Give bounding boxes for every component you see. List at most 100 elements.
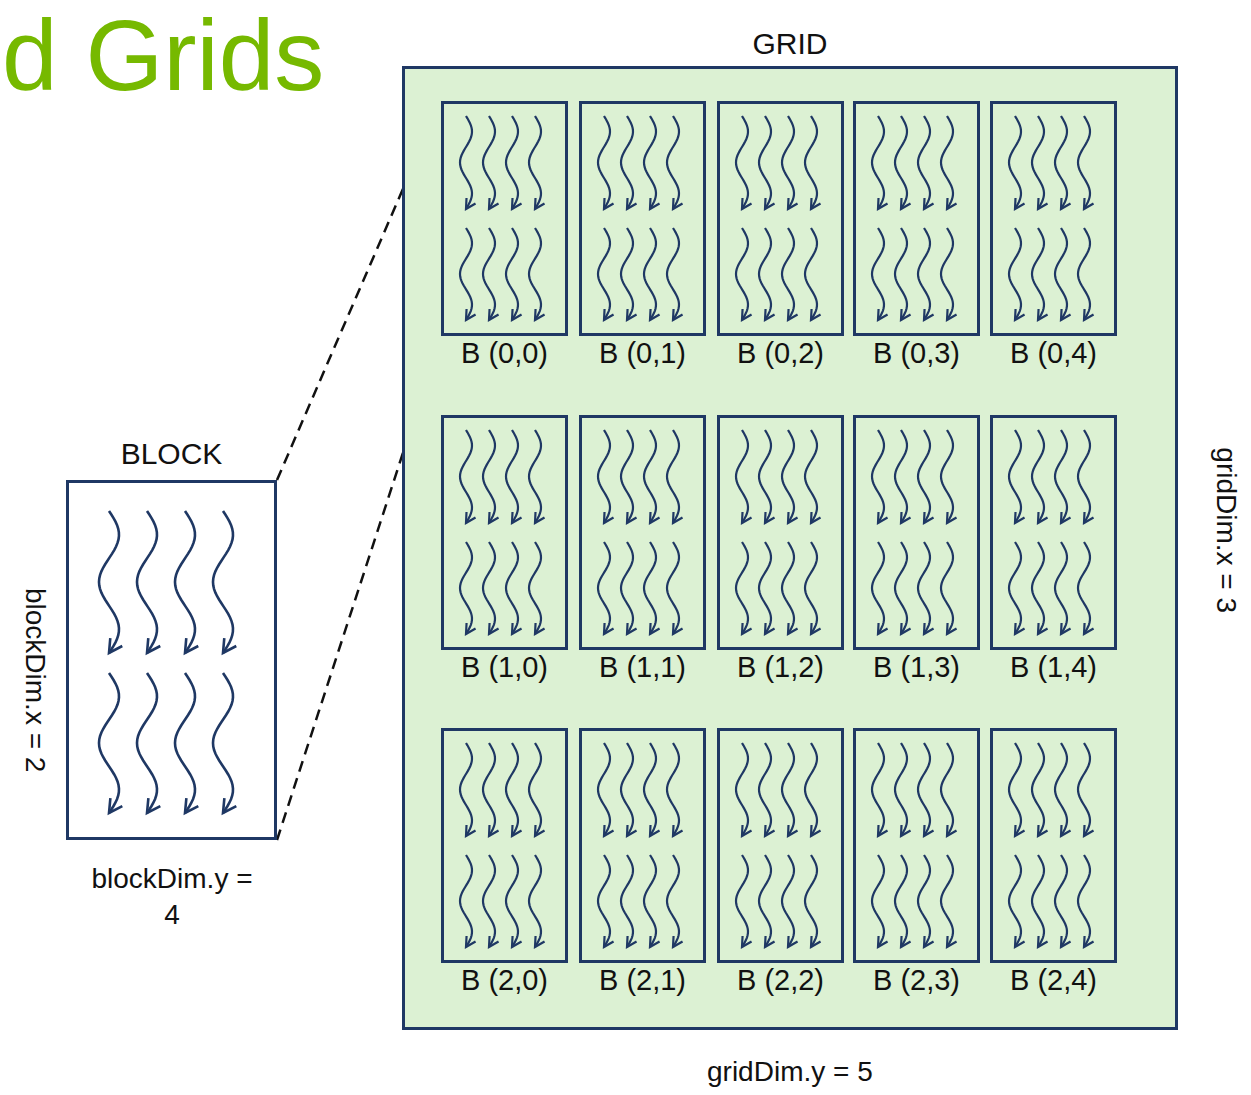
thread-wave [506,542,518,634]
thread-arrowhead [878,825,888,836]
thread-arrowhead [535,623,545,634]
thread-arrowhead [947,198,957,209]
thread-arrowhead [788,825,798,836]
thread-wave [782,116,794,209]
thread-wave [736,855,748,947]
thread-wave [736,116,748,209]
thread-wave [483,855,495,947]
thread-wave [598,743,610,836]
thread-wave [941,116,953,209]
thread-wave [872,228,884,320]
block-label: B (1,4) [1010,651,1097,684]
thread-wave [895,542,907,634]
thread-arrowhead [489,198,499,209]
thread-wave [1055,542,1067,634]
block-label: B (1,3) [873,651,960,684]
thread-arrowhead [109,798,122,813]
block-label: B (2,2) [737,964,824,997]
block-label: B (2,1) [599,964,686,997]
thread-arrowhead [947,936,957,947]
thread-arrowhead [1084,825,1094,836]
thread-wave [759,855,771,947]
thread-wave [1032,430,1044,523]
thread-wave [667,855,679,947]
thread-arrowhead [901,512,911,523]
block-label: B (2,4) [1010,964,1097,997]
thread-arrowhead [223,638,236,653]
thread-wave [1055,116,1067,209]
thread-wave [805,743,817,836]
thread-arrowhead [185,638,198,653]
thread-wave [1032,855,1044,947]
thread-arrowhead [650,198,660,209]
thread-arrowhead [650,512,660,523]
thread-wave [895,855,907,947]
thread-wave [506,430,518,523]
grid-block: B (1,0) [441,415,568,650]
thread-wave [175,673,195,813]
thread-arrowhead [878,512,888,523]
thread-wave [644,542,656,634]
thread-wave [621,743,633,836]
thread-arrowhead [1015,198,1025,209]
thread-arrowhead [489,512,499,523]
thread-wave [782,228,794,320]
thread-wave [736,542,748,634]
thread-wave [918,430,930,523]
thread-arrowhead [947,825,957,836]
thread-arrowhead [109,638,122,653]
thread-arrowhead [627,623,637,634]
thread-wave [621,430,633,523]
block-label: B (1,2) [737,651,824,684]
thread-arrowhead [742,198,752,209]
thread-arrowhead [742,309,752,320]
thread-arrowhead [627,309,637,320]
thread-wave [460,743,472,836]
thread-arrowhead [765,512,775,523]
thread-arrowhead [466,309,476,320]
thread-arrowhead [788,936,798,947]
thread-arrowhead [811,309,821,320]
thread-wave [1032,743,1044,836]
thread-wave [99,511,119,653]
thread-arrowhead [1038,309,1048,320]
thread-wave [1078,228,1090,320]
thread-arrowhead [489,623,499,634]
thread-wave [918,542,930,634]
grid-block: B (1,2) [717,415,844,650]
thread-arrowhead [924,623,934,634]
box-heading: BLOCK [121,437,223,472]
thread-arrowhead [811,198,821,209]
thread-arrowhead [1015,512,1025,523]
block-label: B (1,1) [599,651,686,684]
thread-arrowhead [1038,825,1048,836]
thread-wave [1078,430,1090,523]
thread-arrowhead [901,309,911,320]
thread-wave [736,430,748,523]
thread-wave [1078,542,1090,634]
thread-arrowhead [535,309,545,320]
thread-wave [529,228,541,320]
thread-wave [644,228,656,320]
thread-arrowhead [1084,198,1094,209]
thread-wave [621,855,633,947]
thread-arrowhead [742,936,752,947]
thread-wave [460,430,472,523]
thread-arrowhead [1061,825,1071,836]
thread-wave [918,116,930,209]
thread-wave [1055,855,1067,947]
thread-arrowhead [604,309,614,320]
thread-arrowhead [1038,936,1048,947]
thread-wave [483,228,495,320]
thread-arrowhead [673,309,683,320]
thread-wave [460,228,472,320]
thread-illustration [720,418,841,647]
thread-wave [895,430,907,523]
thread-arrowhead [788,309,798,320]
thread-illustration [444,731,565,960]
thread-arrowhead [650,936,660,947]
thread-wave [644,430,656,523]
thread-wave [460,542,472,634]
thread-arrowhead [147,638,160,653]
thread-wave [667,743,679,836]
